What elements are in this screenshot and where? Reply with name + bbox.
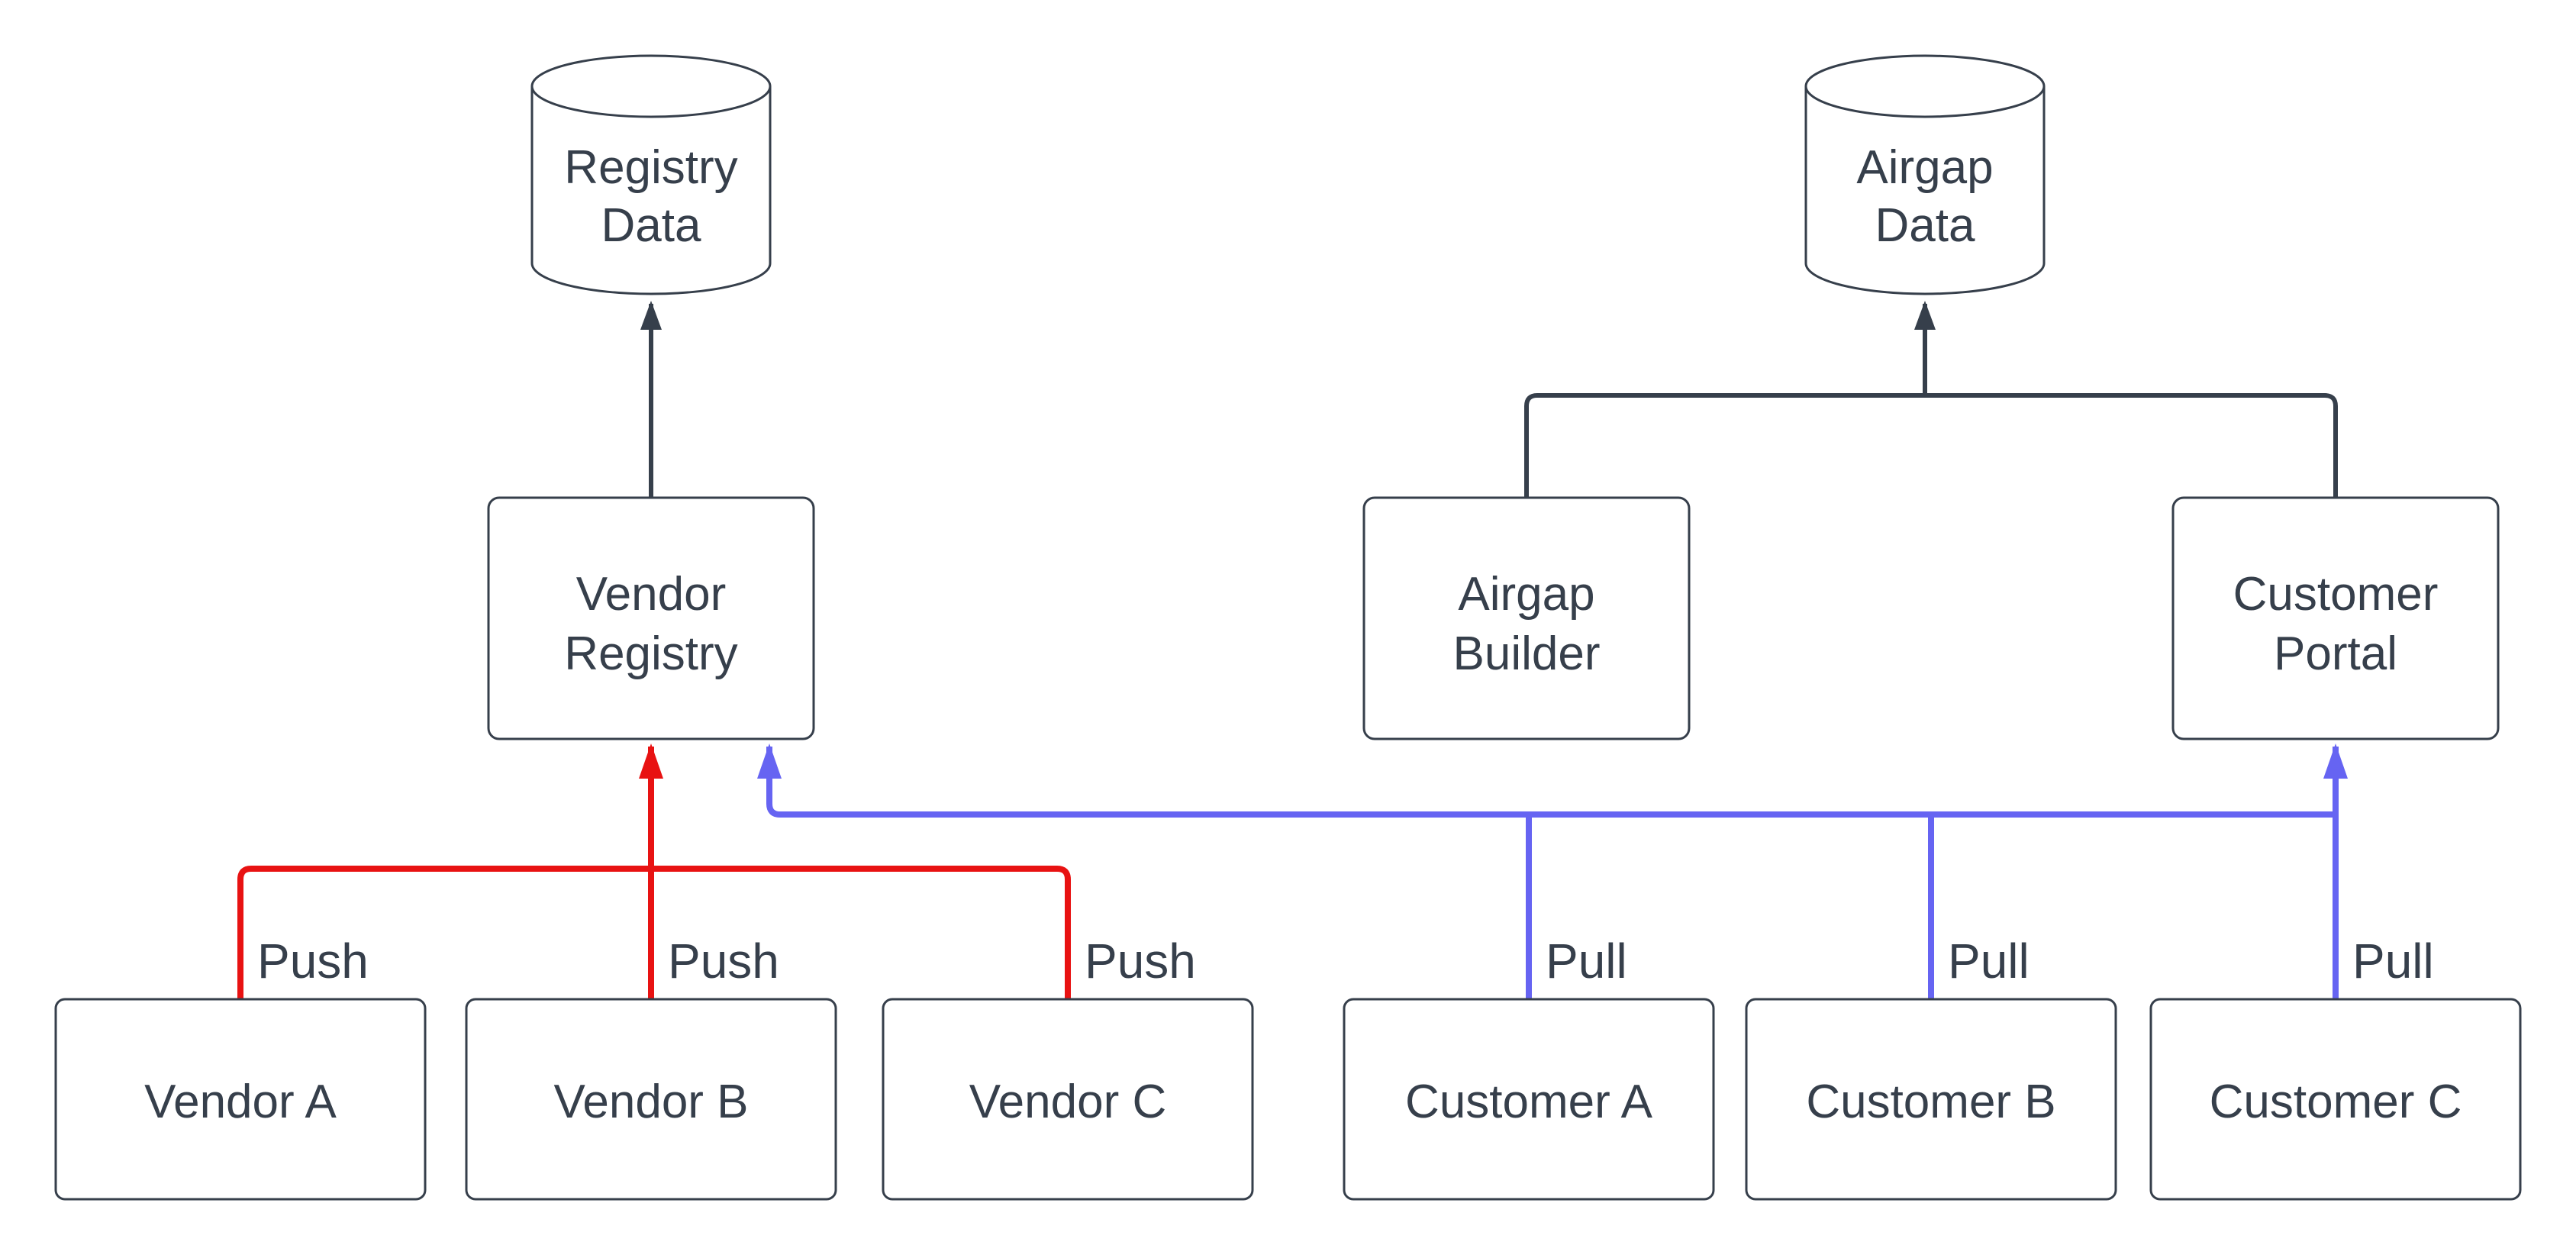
node-vendor-a: Vendor A <box>54 998 427 1201</box>
edge-label-pull-customer-c: Pull <box>2352 934 2434 989</box>
process-box <box>882 998 1254 1201</box>
node-label-line: Customer A <box>1405 1076 1653 1128</box>
edge-label-pull-customer-a: Pull <box>1546 934 1627 989</box>
node-vendor-b: Vendor B <box>465 998 837 1201</box>
edge-customer-portal-to-airgap-data <box>1925 393 2338 498</box>
node-label-line: Vendor C <box>969 1076 1167 1128</box>
nodes: RegistryDataAirgapDataVendorRegistryAirg… <box>54 54 2522 1201</box>
node-label-line: Vendor A <box>144 1076 337 1128</box>
node-label-line: Vendor <box>576 568 727 621</box>
edge-labels: Push Push Push Pull Pull Pull <box>257 934 2434 989</box>
node-vendor-c: Vendor C <box>882 998 1254 1201</box>
cylinder-body <box>1804 54 2046 295</box>
node-label-line: Data <box>601 199 701 252</box>
cylinder-body <box>530 54 772 295</box>
process-box <box>2149 998 2522 1201</box>
node-label-line: Customer <box>2233 568 2439 621</box>
node-label-line: Customer C <box>2210 1076 2462 1128</box>
edge-label-push-vendor-c: Push <box>1085 934 1196 989</box>
edge-label-push-vendor-b: Push <box>668 934 779 989</box>
node-label-line: Portal <box>2274 627 2397 680</box>
node-label-line: Builder <box>1453 627 1601 680</box>
edge-airgap-builder-to-airgap-data <box>1524 393 1925 498</box>
process-box <box>54 998 427 1201</box>
node-label-line: Registry <box>564 627 737 680</box>
process-box <box>1343 998 1715 1201</box>
process-box <box>1745 998 2117 1201</box>
pull-bus-arrow-vendor-registry <box>757 744 2336 818</box>
process-box <box>2171 496 2500 740</box>
cylinder-rim <box>530 85 772 118</box>
node-customer-b: Customer B <box>1745 998 2117 1201</box>
edge-label-pull-customer-b: Pull <box>1948 934 2030 989</box>
node-label-line: Airgap <box>1458 568 1594 621</box>
node-label-line: Registry <box>564 141 737 194</box>
cylinder-rim <box>1804 85 2046 118</box>
process-box <box>487 496 815 740</box>
node-label-line: Data <box>1875 199 1975 252</box>
node-label-line: Customer B <box>1806 1076 2055 1128</box>
edge-paths <box>237 301 2348 999</box>
process-box <box>1362 496 1691 740</box>
node-label-line: Vendor B <box>553 1076 748 1128</box>
edge-label-push-vendor-a: Push <box>257 934 369 989</box>
node-customer-a: Customer A <box>1343 998 1715 1201</box>
process-box <box>465 998 837 1201</box>
node-customer-c: Customer C <box>2149 998 2522 1201</box>
node-label-line: Airgap <box>1856 141 1993 194</box>
